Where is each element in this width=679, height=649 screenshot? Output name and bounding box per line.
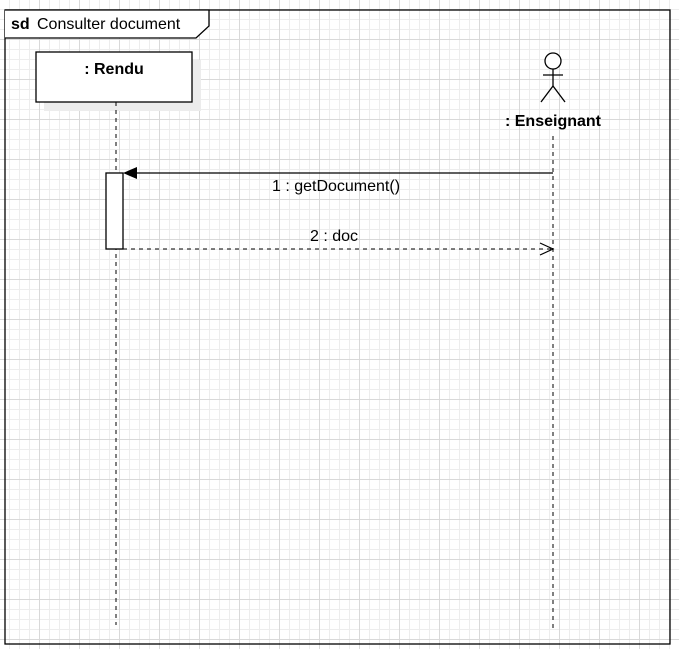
rendu-activation-bar	[105, 172, 124, 250]
enseignant-label: : Enseignant	[505, 113, 602, 130]
message-1-label: 1 : getDocument()	[272, 178, 400, 195]
frame-keyword: sd	[11, 16, 30, 33]
frame-title-tab	[5, 9, 210, 39]
actor-icon[interactable]	[540, 52, 566, 103]
rendu-label: : Rendu	[84, 61, 144, 78]
filled-arrowhead-icon	[123, 167, 137, 179]
message-2-label: 2 : doc	[310, 228, 358, 245]
diagram-frame	[4, 9, 671, 645]
open-arrowhead-icon	[539, 242, 555, 256]
rendu-object-box[interactable]	[35, 51, 193, 103]
frame-title: Consulter document	[37, 16, 181, 33]
